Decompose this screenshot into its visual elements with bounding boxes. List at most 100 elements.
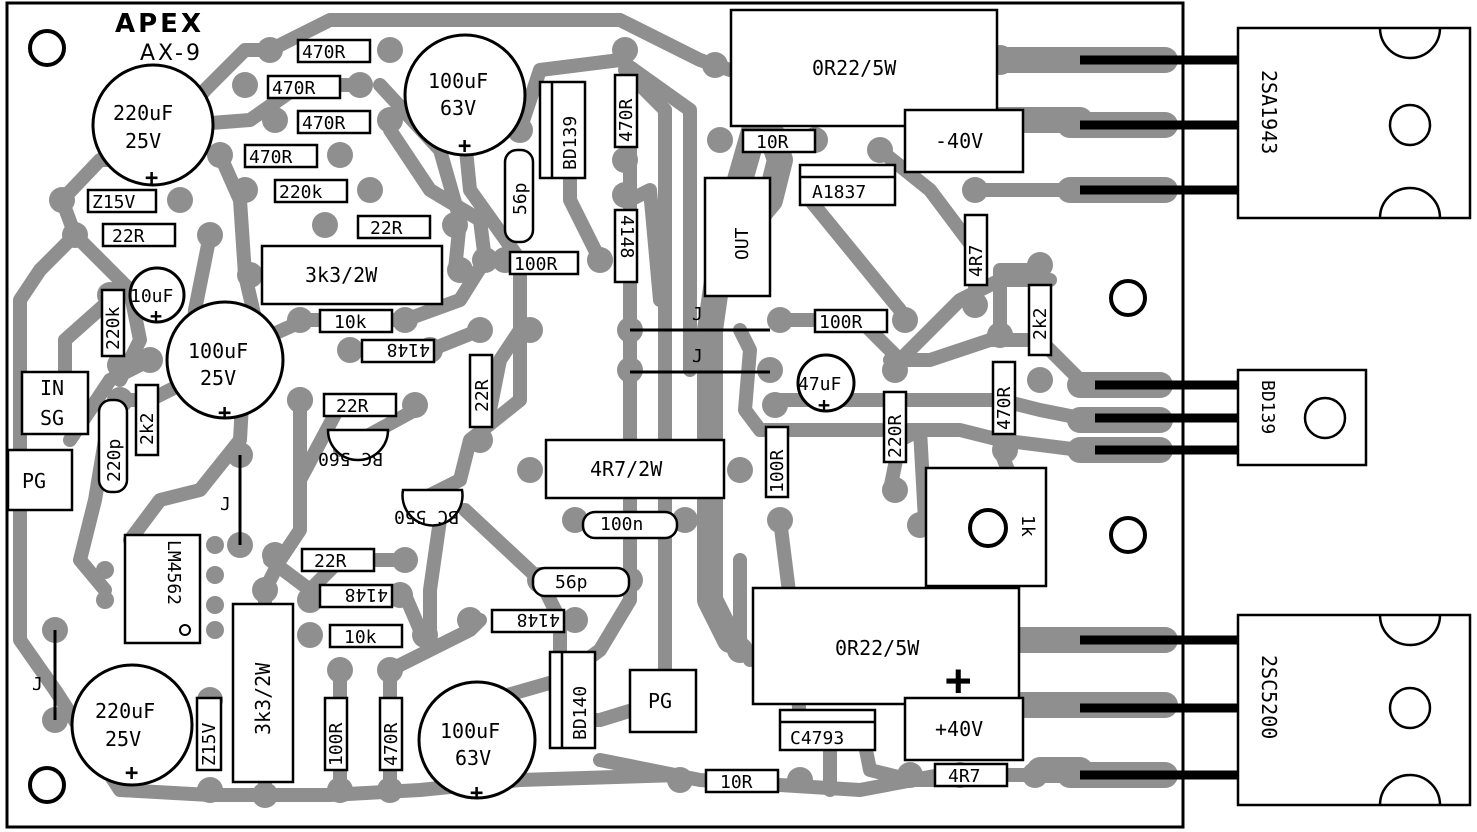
svg-text:Z15V: Z15V [92,192,136,213]
svg-text:4148: 4148 [616,215,637,258]
svg-text:+: + [150,304,162,328]
svg-text:100n: 100n [600,514,643,535]
trimmer-1k: 1k [924,466,1048,588]
svg-text:2k2: 2k2 [137,412,158,445]
svg-text:22R: 22R [112,226,145,247]
svg-text:470R: 470R [616,98,637,142]
svg-text:100R: 100R [514,254,558,275]
svg-text:4R7: 4R7 [948,766,981,787]
svg-text:+: + [470,781,483,806]
cap-220uf-bottom: 220uF 25V + [70,663,194,787]
svg-text:IN: IN [40,376,64,400]
svg-text:3k3/2W: 3k3/2W [251,662,275,735]
supply-neg40: -40V [903,108,1025,174]
svg-text:10R: 10R [720,772,753,793]
svg-text:4R7/2W: 4R7/2W [590,457,663,481]
output-transistor-top: 2SA1943 [1080,26,1472,220]
output-transistor-bottom: 2SC5200 [1080,613,1472,807]
svg-text:+40V: +40V [935,717,983,741]
cap-100uf-63v-top: 100uF 63V + [403,33,527,159]
driver-transistors: BD139 BD140 A1837 C4793 [538,80,897,752]
svg-text:C4793: C4793 [790,728,844,749]
svg-text:63V: 63V [440,96,476,120]
svg-text:0R22/5W: 0R22/5W [812,56,897,80]
svg-text:-40V: -40V [935,129,983,153]
svg-text:100uF: 100uF [188,339,248,363]
svg-text:100R: 100R [819,312,863,333]
input-connector: IN SG [20,370,90,436]
svg-text:100R: 100R [767,449,788,493]
svg-text:220k: 220k [103,306,124,350]
svg-text:220p: 220p [104,439,125,482]
bias-transistor-bd139: BD139 [1095,368,1368,467]
resistors-vertical: 220k 2k2 470R 4148 22R 4R7 2k2 470R 220R… [100,73,1053,784]
svg-text:220uF: 220uF [95,699,155,723]
svg-text:BD139: BD139 [560,116,581,170]
svg-text:BC 550: BC 550 [394,506,459,527]
svg-text:22R: 22R [314,551,347,572]
svg-text:56p: 56p [510,182,531,215]
svg-text:3k3/2W: 3k3/2W [305,263,378,287]
svg-text:+: + [125,761,138,786]
svg-text:470R: 470R [302,113,346,134]
svg-text:10R: 10R [756,132,789,153]
svg-text:4148: 4148 [517,609,560,630]
mounting-holes [28,29,1147,804]
svg-text:+: + [218,401,231,426]
svg-text:470R: 470R [249,147,293,168]
ceramic-caps: 56p 220p 100n 56p [97,148,679,598]
svg-text:Z15V: Z15V [199,722,220,766]
svg-text:470R: 470R [302,42,346,63]
svg-text:BD140: BD140 [570,686,591,740]
pg-connector-left: PG [6,448,74,512]
svg-text:220k: 220k [279,182,323,203]
svg-text:4148: 4148 [387,339,430,360]
svg-text:SG: SG [40,406,64,430]
svg-text:220R: 220R [885,414,906,458]
board-model: AX-9 [140,41,203,66]
svg-text:25V: 25V [105,727,141,751]
svg-text:A1837: A1837 [812,182,866,203]
svg-text:4148: 4148 [345,584,388,605]
svg-text:100uF: 100uF [440,719,500,743]
svg-text:25V: 25V [200,366,236,390]
svg-text:PG: PG [22,469,46,493]
svg-text:4R7: 4R7 [966,244,987,277]
svg-text:470R: 470R [381,722,402,766]
svg-text:BC 560: BC 560 [318,448,383,469]
svg-text:100uF: 100uF [428,69,488,93]
cap-220uf-top: 220uF 25V + [91,63,215,191]
svg-text:10uF: 10uF [130,286,173,307]
svg-text:OUT: OUT [732,227,753,260]
svg-text:63V: 63V [455,746,491,770]
out-connector: OUT [703,176,772,298]
jumper-label: J [220,494,231,515]
cap-47uf: 47uF + [796,353,856,417]
cap-100uf-63v-bottom: 100uF 63V + [417,680,537,806]
jumper-label: J [692,304,703,325]
svg-text:2SA1943: 2SA1943 [1257,70,1281,154]
bc-transistors: BC 560 BC 550 [318,428,464,527]
svg-text:22R: 22R [370,218,403,239]
svg-text:25V: 25V [125,129,161,153]
svg-text:220uF: 220uF [113,101,173,125]
svg-text:PG: PG [648,689,672,713]
jumpers: J J J J [32,304,770,720]
svg-text:LM4562: LM4562 [163,540,184,605]
svg-text:2SC5200: 2SC5200 [1257,655,1281,739]
svg-text:22R: 22R [336,396,369,417]
pg-connector-right: PG [628,668,698,734]
cap-10uf: 10uF + [128,266,186,328]
svg-text:47uF: 47uF [798,374,841,395]
svg-text:2k2: 2k2 [1030,307,1051,340]
resistors-horizontal: 470R 470R 470R 470R 220k Z15V 22R 22R 10… [86,8,1021,794]
svg-text:470R: 470R [272,78,316,99]
svg-text:10k: 10k [334,312,367,333]
svg-text:56p: 56p [555,572,588,593]
jumper-label: J [692,346,703,367]
svg-text:+: + [818,393,830,417]
opamp-lm4562: LM4562 [123,533,202,645]
cap-100uf-25v: 100uF 25V + [165,300,285,426]
supply-pos40: +40V [903,696,1025,762]
